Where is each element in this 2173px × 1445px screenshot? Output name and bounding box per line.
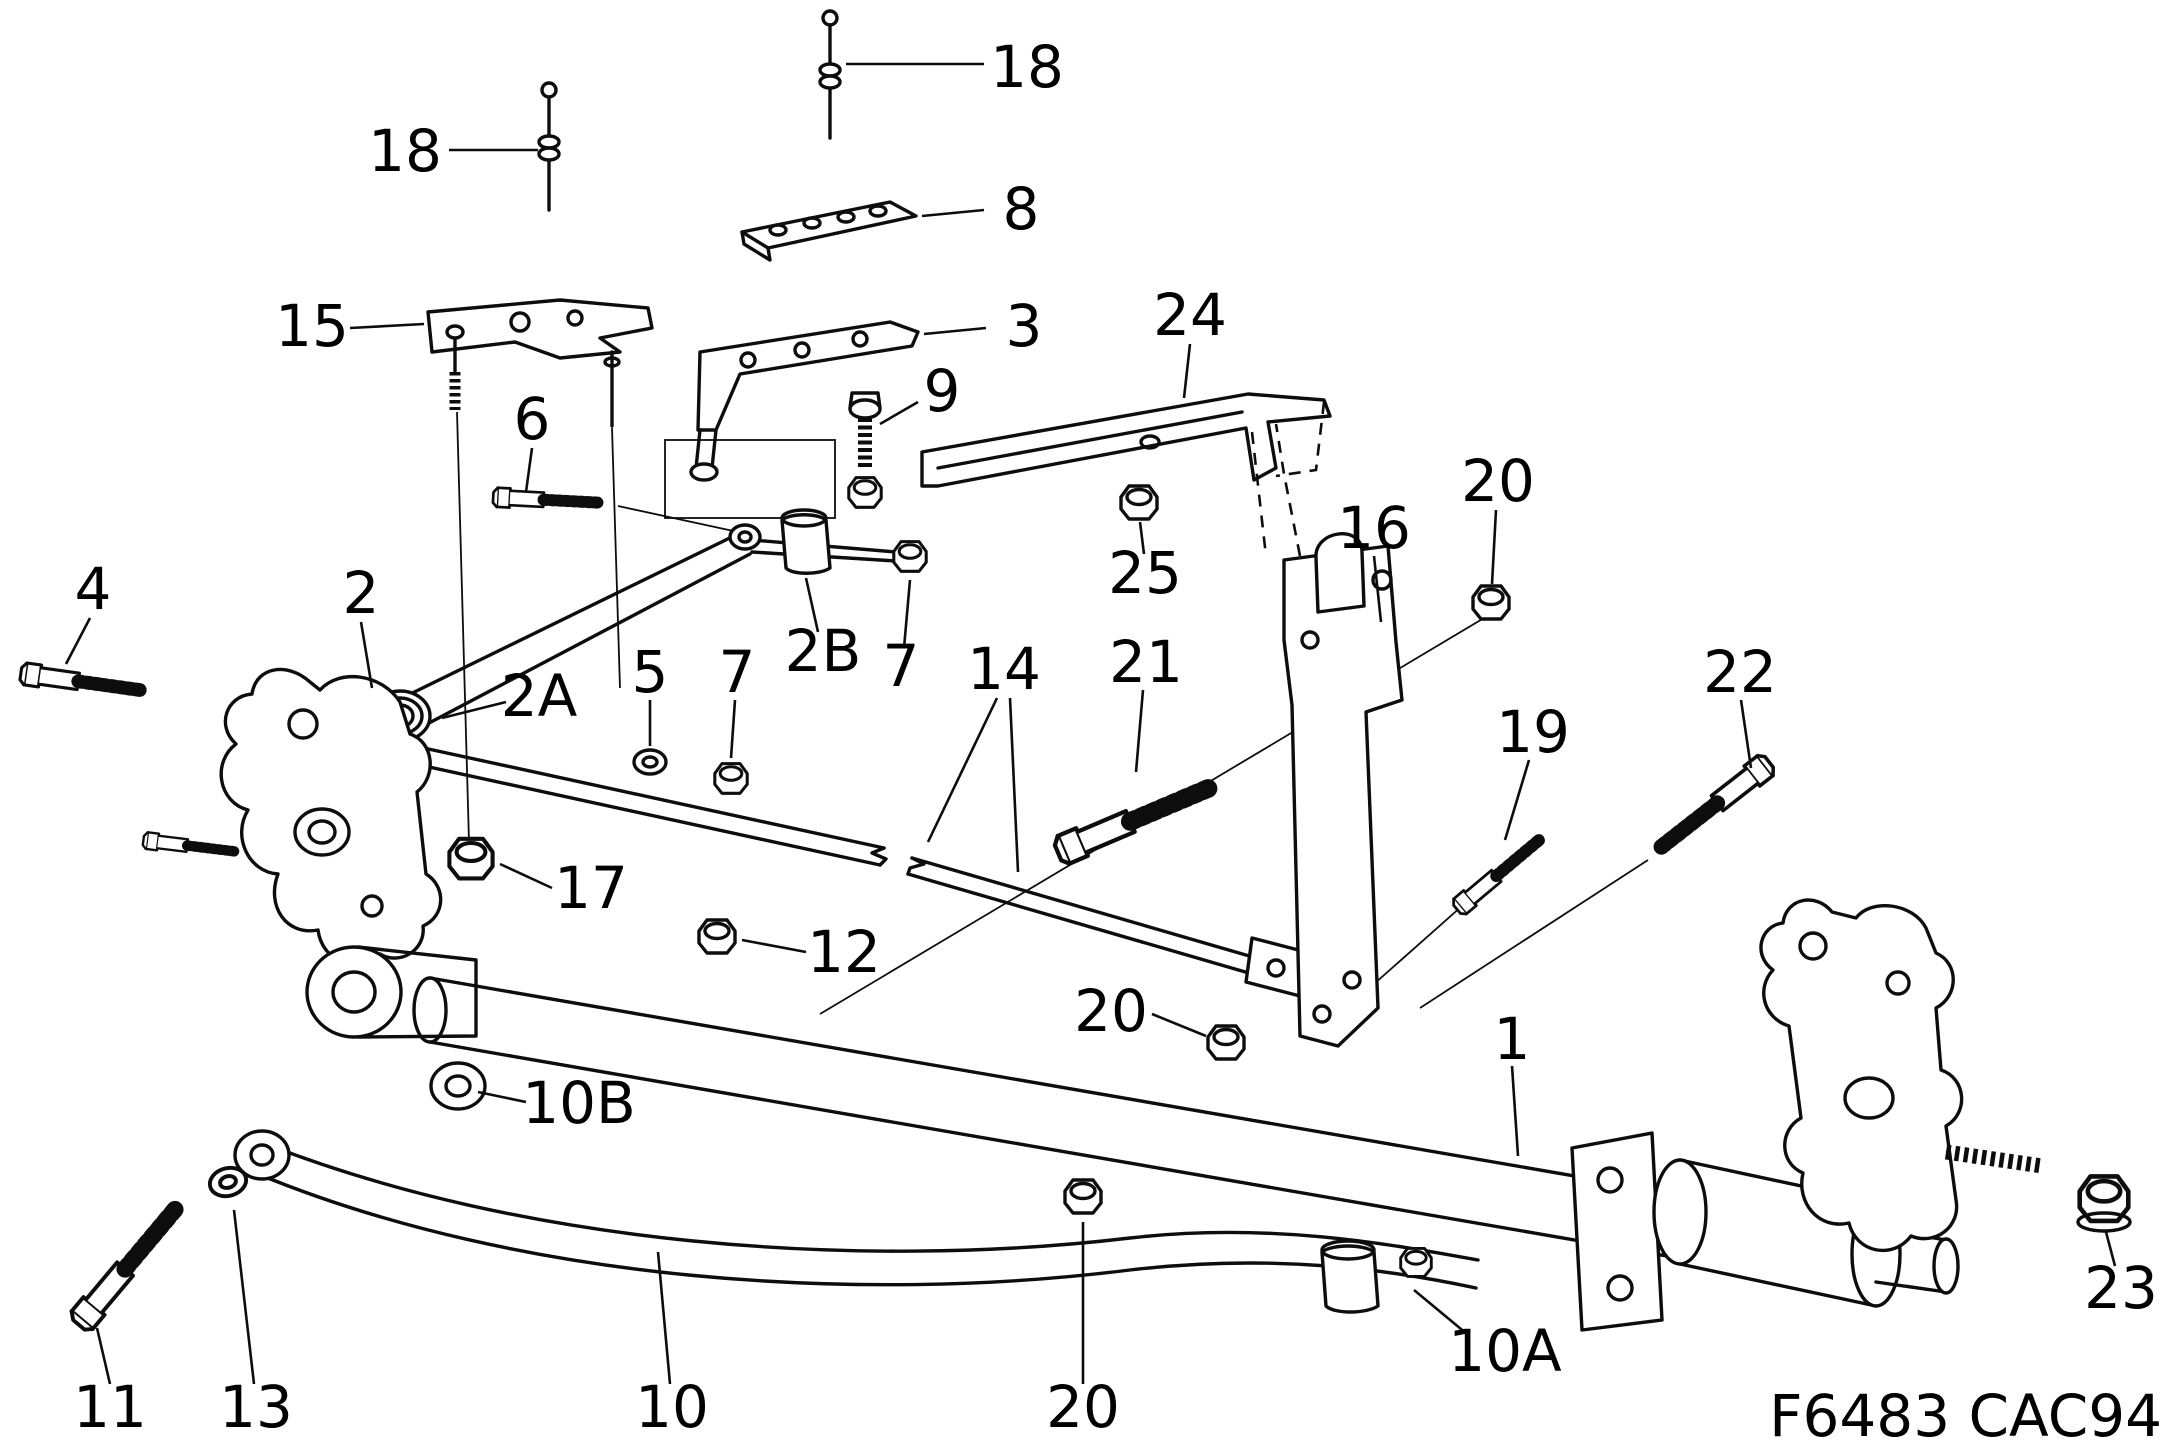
support-bracket-24 — [920, 392, 1332, 557]
callout-16: 16 — [1337, 494, 1411, 562]
callout-2B: 2B — [785, 617, 862, 685]
drawing-code: F6483 CAC94 — [1769, 1382, 2162, 1445]
callout-2A: 2A — [501, 662, 578, 730]
callout-20-bottom: 20 — [1046, 1373, 1120, 1441]
diagonal-brace — [404, 743, 1308, 998]
right-knuckle-assembly — [1759, 898, 2044, 1253]
nut-20-upper-right — [1471, 584, 1511, 621]
callout-15: 15 — [275, 292, 349, 360]
bolt-6 — [493, 488, 600, 513]
axle-tube — [412, 976, 1692, 1262]
bolt-11 — [68, 1198, 187, 1333]
bolt-22 — [1652, 752, 1778, 858]
callout-21: 21 — [1109, 628, 1183, 696]
support-bracket-16 — [1282, 532, 1404, 1048]
callout-11: 11 — [73, 1373, 147, 1441]
callout-20-middle: 20 — [1074, 977, 1148, 1045]
callout-labels: 18 18 8 15 3 24 6 9 20 16 25 4 2 5 7 2B … — [73, 33, 2162, 1445]
callout-3: 3 — [1006, 292, 1043, 360]
nut-7-left — [713, 762, 749, 795]
callout-10A: 10A — [1448, 1317, 1562, 1385]
bushing-2B — [780, 508, 832, 575]
callout-4: 4 — [75, 555, 112, 623]
axle-right-hub — [1570, 1131, 1960, 1332]
nut-25 — [1119, 484, 1159, 521]
callout-25: 25 — [1108, 539, 1182, 607]
bolt-21 — [1052, 773, 1217, 866]
callout-2: 2 — [343, 559, 380, 627]
callout-17: 17 — [554, 854, 628, 922]
pin-18-top — [818, 9, 842, 140]
nut-20-middle — [1206, 1024, 1246, 1061]
bolt-4 — [19, 662, 143, 701]
callout-24: 24 — [1153, 281, 1227, 349]
callout-23: 23 — [2084, 1254, 2158, 1322]
callout-13: 13 — [219, 1373, 293, 1441]
callout-18-top: 18 — [990, 33, 1064, 101]
callout-19: 19 — [1496, 698, 1570, 766]
callout-18-upper-left: 18 — [368, 117, 442, 185]
callout-1: 1 — [1494, 1005, 1531, 1073]
callout-7-left: 7 — [719, 638, 756, 706]
callout-22: 22 — [1703, 638, 1777, 706]
screw-9 — [847, 391, 883, 509]
nut-23 — [2076, 1176, 2132, 1233]
callout-7-right: 7 — [883, 632, 920, 700]
bushing-10A — [1320, 1239, 1433, 1314]
callout-14: 14 — [967, 635, 1041, 703]
callout-8: 8 — [1003, 175, 1040, 243]
lower-arm — [233, 1129, 1480, 1290]
callout-12: 12 — [807, 918, 881, 986]
clamp-plate-8 — [740, 200, 918, 262]
pin-18-upper-left — [537, 81, 561, 212]
callout-5: 5 — [632, 638, 669, 706]
nut-17 — [449, 839, 492, 879]
mount-bracket-3 — [689, 320, 920, 482]
nut-7-right — [892, 540, 928, 573]
callout-20-upper-right: 20 — [1461, 447, 1535, 515]
callout-6: 6 — [514, 385, 551, 453]
callout-9: 9 — [924, 357, 961, 425]
washer-5 — [632, 748, 668, 776]
left-knuckle-assembly — [142, 667, 478, 1039]
callout-10: 10 — [635, 1373, 709, 1441]
leader-lines — [64, 62, 2117, 1385]
nut-12 — [697, 918, 737, 955]
bushing-10B — [429, 1061, 487, 1111]
bolt-19 — [1450, 831, 1546, 916]
nut-20-bottom — [1063, 1178, 1103, 1215]
mount-bracket-15 — [426, 298, 654, 428]
callout-10B: 10B — [522, 1069, 636, 1137]
